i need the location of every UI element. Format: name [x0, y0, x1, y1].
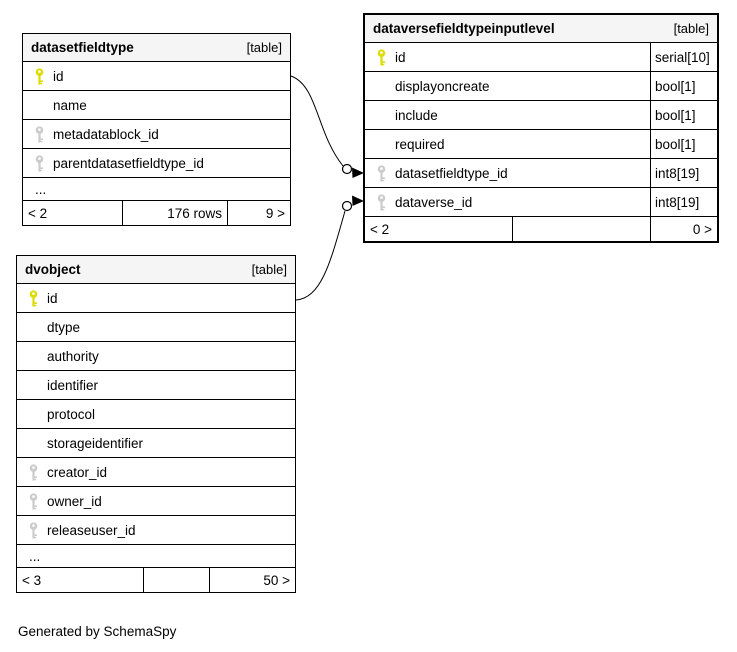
key-glyph — [377, 164, 385, 182]
generated-by-note: Generated by SchemaSpy — [18, 624, 177, 639]
footer-cell-right: 50 > — [263, 572, 290, 588]
relation-line — [295, 210, 346, 301]
relation-dvobject-to-inputlevel — [295, 195, 364, 301]
column-row: authority — [17, 342, 295, 371]
column-datatype: bool[1] — [650, 72, 717, 100]
table-title[interactable]: datasetfieldtype — [31, 40, 134, 55]
key-glyph — [29, 463, 37, 481]
footer-cell-mid: 176 rows — [123, 201, 228, 225]
table-dvobject[interactable]: dvobject [table] id dtype authority identifie… — [16, 255, 296, 593]
foreign-key-icon — [23, 492, 43, 510]
footer-cell-mid — [144, 568, 210, 592]
more-columns-row: ... — [17, 545, 295, 568]
table-title[interactable]: dataversefieldtypeinputlevel — [373, 21, 555, 36]
column-row: protocol — [17, 400, 295, 429]
table-footer: < 3 50 > — [17, 568, 295, 592]
key-glyph — [377, 48, 385, 66]
column-datatype: int8[19] — [650, 188, 717, 216]
relation-datasetfieldtype-to-inputlevel — [290, 75, 364, 178]
key-glyph — [35, 67, 43, 85]
column-row: id serial[10] — [365, 43, 717, 72]
column-row: name — [23, 91, 290, 120]
column-name: authority — [47, 348, 99, 364]
table-header: dvobject [table] — [17, 256, 295, 284]
table-type-tag: [table] — [246, 40, 282, 55]
column-name: name — [53, 97, 87, 113]
foreign-key-icon — [23, 521, 43, 539]
key-glyph — [29, 521, 37, 539]
footer-cell-left: < 2 — [365, 217, 513, 241]
column-row: datasetfieldtype_id int8[19] — [365, 159, 717, 188]
column-name: include — [395, 107, 438, 123]
foreign-key-icon — [29, 154, 49, 172]
column-name: ... — [29, 548, 41, 564]
primary-key-icon — [23, 289, 43, 307]
column-row: storageidentifier — [17, 429, 295, 458]
foreign-key-icon — [29, 125, 49, 143]
column-name: dtype — [47, 319, 81, 335]
foreign-key-icon — [23, 463, 43, 481]
foreign-key-icon — [371, 164, 391, 182]
footer-cell-left: < 2 — [23, 201, 123, 225]
column-row: dataverse_id int8[19] — [365, 188, 717, 217]
column-row: releaseuser_id — [17, 516, 295, 545]
table-type-tag: [table] — [673, 21, 709, 36]
column-row: id — [17, 284, 295, 313]
table-header: dataversefieldtypeinputlevel [table] — [365, 15, 717, 43]
column-row: displayoncreate bool[1] — [365, 72, 717, 101]
column-name: identifier — [47, 377, 99, 393]
key-glyph — [377, 193, 385, 211]
column-row: creator_id — [17, 458, 295, 487]
column-datatype: bool[1] — [650, 101, 717, 129]
table-header: datasetfieldtype [table] — [23, 34, 290, 62]
column-datatype: serial[10] — [650, 43, 717, 71]
column-name: displayoncreate — [395, 78, 490, 94]
column-datatype: bool[1] — [650, 130, 717, 158]
column-name: metadatablock_id — [53, 126, 159, 142]
column-name: ... — [35, 181, 47, 197]
column-name: id — [395, 49, 406, 65]
column-row: identifier — [17, 371, 295, 400]
column-row: parentdatasetfieldtype_id — [23, 149, 290, 178]
footer-cell-left: < 3 — [17, 568, 144, 592]
relation-line — [290, 75, 344, 167]
key-glyph — [29, 289, 37, 307]
foreign-key-icon — [371, 193, 391, 211]
key-glyph — [29, 492, 37, 510]
footer-cell-mid — [513, 217, 651, 241]
column-row: dtype — [17, 313, 295, 342]
key-glyph — [35, 154, 43, 172]
column-name: dataverse_id — [395, 194, 473, 210]
primary-key-icon — [29, 67, 49, 85]
column-name: id — [47, 290, 58, 306]
column-name: releaseuser_id — [47, 522, 136, 538]
table-footer: < 2 0 > — [365, 217, 717, 241]
footer-cell-right: 0 > — [692, 221, 712, 237]
column-name: protocol — [47, 406, 96, 422]
key-glyph — [35, 125, 43, 143]
column-row: id — [23, 62, 290, 91]
footer-cell-right: 9 > — [265, 205, 285, 221]
column-name: creator_id — [47, 464, 108, 480]
column-row: metadatablock_id — [23, 120, 290, 149]
column-row: owner_id — [17, 487, 295, 516]
table-dataversefieldtypeinputlevel[interactable]: dataversefieldtypeinputlevel [table] id ser… — [363, 13, 719, 243]
column-datatype: int8[19] — [650, 159, 717, 187]
column-row: required bool[1] — [365, 130, 717, 159]
more-columns-row: ... — [23, 178, 290, 201]
column-name: owner_id — [47, 493, 102, 509]
table-type-tag: [table] — [251, 262, 287, 277]
column-name: required — [395, 136, 445, 152]
column-name: storageidentifier — [47, 435, 144, 451]
column-row: include bool[1] — [365, 101, 717, 130]
table-datasetfieldtype[interactable]: datasetfieldtype [table] id name metadatablo… — [22, 33, 291, 226]
column-name: id — [53, 68, 64, 84]
table-title[interactable]: dvobject — [25, 262, 81, 277]
column-name: parentdatasetfieldtype_id — [53, 155, 204, 171]
relation-circle-end — [341, 200, 353, 212]
primary-key-icon — [371, 48, 391, 66]
relation-circle-end — [341, 163, 353, 175]
column-name: datasetfieldtype_id — [395, 165, 508, 181]
